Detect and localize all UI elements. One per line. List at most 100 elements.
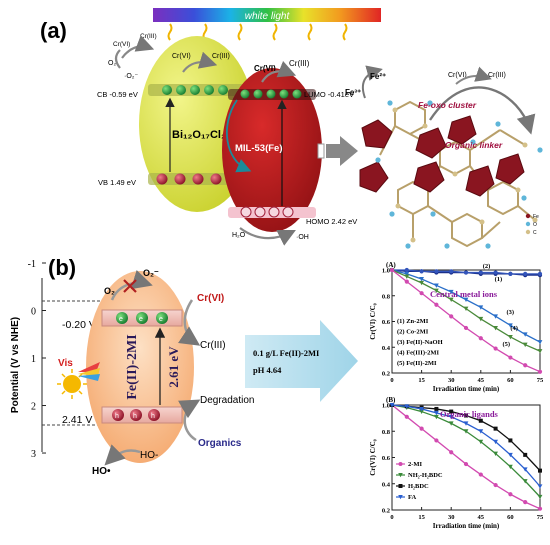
- b-center-name: Fe(II)-2MI: [125, 334, 140, 399]
- data-point: [508, 464, 513, 470]
- plot-frame: [391, 269, 541, 374]
- data-point: [463, 306, 469, 312]
- a-oh-label: ·OH: [296, 234, 309, 241]
- data-point: [449, 409, 454, 414]
- data-point: [419, 277, 424, 282]
- x-tick-label: 60: [507, 514, 514, 521]
- y-axis-label: Cr(VI) C/C₀: [369, 303, 377, 340]
- data-point: [523, 452, 528, 457]
- data-point: [463, 421, 469, 426]
- data-point: [463, 429, 469, 434]
- legend-entry: (3) Fe(II)-NaOH: [397, 339, 443, 346]
- bi-cb-label: CB -0.59 eV: [97, 90, 138, 99]
- data-point: [522, 479, 528, 484]
- mof-structure: [359, 100, 543, 249]
- data-point: [404, 274, 410, 279]
- b-electrons: [116, 312, 168, 324]
- b-o2-minus-label: O₂⁻: [143, 268, 159, 278]
- b-cr3-label: Cr(III): [200, 340, 226, 351]
- white-light-label: white light: [245, 11, 291, 22]
- level-vb-label: 2.41 V: [62, 414, 92, 426]
- curve-label: (1): [495, 276, 503, 283]
- x-tick-label: 30: [448, 514, 455, 521]
- data-point: [404, 271, 410, 277]
- data-point: [493, 325, 498, 331]
- data-point: [522, 342, 528, 348]
- data-point: [434, 302, 439, 307]
- a-oxidation-arrow: [239, 227, 296, 246]
- mil-homo-label: HOMO 2.42 eV: [306, 217, 357, 226]
- data-point: [463, 325, 469, 331]
- data-point: [419, 409, 424, 414]
- vis-light-arrow: [78, 362, 100, 381]
- data-point: [493, 451, 498, 456]
- data-point: [419, 406, 424, 412]
- b-h-2: h: [133, 413, 137, 420]
- b-organics-label: Organics: [198, 438, 242, 449]
- legend-entry: NH₂-H₂BDC: [408, 472, 443, 479]
- b-gap-label: 2.61 eV: [166, 346, 181, 388]
- data-point: [538, 468, 542, 473]
- cluster-label: Fe-oxo cluster: [418, 100, 477, 110]
- y-tick-label: 0.8: [382, 429, 391, 436]
- data-point: [449, 269, 454, 274]
- data-point: [434, 288, 439, 293]
- data-point: [404, 414, 409, 419]
- data-point: [478, 305, 484, 310]
- data-point: [478, 418, 483, 423]
- data-point: [449, 450, 454, 455]
- legend-marker: [398, 462, 403, 466]
- y-axis-label: Cr(VI) C/C₀: [369, 439, 377, 476]
- legend-marker: [398, 495, 403, 500]
- b-ho-minus-label: HO-: [140, 450, 158, 461]
- mil-name: MIL-53(Fe): [235, 143, 283, 154]
- data-point: [478, 472, 483, 477]
- fe3-label: Fe³⁺: [345, 88, 361, 97]
- y-tick-label: 1.0: [382, 403, 390, 410]
- data-point: [389, 267, 395, 273]
- panel-tag: (B): [386, 396, 396, 404]
- data-point: [448, 289, 454, 295]
- condition-loading: 0.1 g/L Fe(II)-2MI: [253, 348, 320, 358]
- b-holes: [112, 409, 160, 421]
- data-point: [389, 403, 395, 408]
- y-tick-label: 0.4: [382, 481, 391, 488]
- data-point: [404, 267, 409, 273]
- data-point: [537, 369, 543, 374]
- data-point: [419, 269, 424, 274]
- level-cb-label: -0.20 V: [62, 319, 96, 331]
- data-point: [464, 413, 468, 418]
- y-tick-label: 1.0: [382, 268, 390, 275]
- a-fe-cr-arrow: [455, 66, 492, 85]
- a-cr3-label-1: Cr(III): [140, 33, 157, 40]
- x-tick-label: 45: [478, 377, 485, 384]
- mil-electrons: [240, 89, 302, 99]
- data-point: [478, 429, 484, 434]
- light-rays: [167, 23, 348, 41]
- data-point: [434, 283, 439, 288]
- legend-entry: (1) Zn-2MI: [397, 318, 429, 325]
- a-structure-arrow: [317, 136, 358, 166]
- b-o2-label: O₂: [104, 286, 115, 296]
- data-point: [434, 414, 439, 420]
- b-organics-arrow: [178, 399, 201, 442]
- data-point: [478, 270, 483, 275]
- condition-ph: pH 4.64: [253, 365, 282, 375]
- chart-annotation: Central metal ions: [430, 289, 498, 299]
- fe-cycle-arrow: [429, 86, 536, 135]
- data-point: [449, 314, 454, 319]
- data-point: [537, 349, 543, 354]
- y-tick-label: 0.2: [382, 508, 390, 515]
- data-point: [404, 404, 410, 409]
- b-cr-reduction-arrow: [177, 299, 201, 346]
- data-point: [537, 484, 543, 489]
- data-point: [508, 438, 513, 443]
- a-redox-arrows: [114, 35, 297, 83]
- potential-tick-label: 1: [31, 354, 36, 365]
- y-tick-label: 0.4: [382, 345, 391, 352]
- data-point: [419, 280, 424, 286]
- charge-transfer-arrow: [226, 99, 252, 173]
- x-tick-label: 0: [390, 377, 393, 384]
